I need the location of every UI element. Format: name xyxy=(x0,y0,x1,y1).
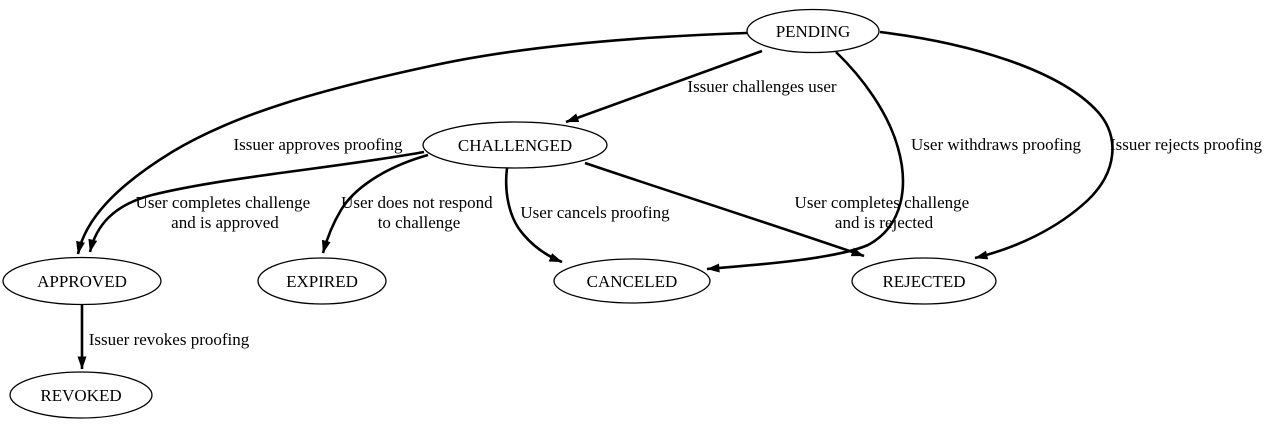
node-approved: APPROVED xyxy=(2,256,162,306)
node-approved-label: APPROVED xyxy=(37,272,127,291)
node-rejected-label: REJECTED xyxy=(882,272,965,291)
edge-challenged-expired xyxy=(321,153,429,254)
node-canceled-shape xyxy=(553,258,711,304)
edge-label-issuer-revokes-proofing: Issuer revokes proofing xyxy=(89,330,250,349)
node-canceled-label: CANCELED xyxy=(587,272,678,291)
edge-label-user-completes-approved: User completes challenge and is approved xyxy=(136,193,315,232)
edge-pending-rejected xyxy=(879,30,1114,260)
edge-label-user-cancels-proofing: User cancels proofing xyxy=(520,203,670,222)
edge-label-user-completes-rejected: User completes challenge and is rejected xyxy=(795,193,974,232)
edge-labels-layer: Issuer challenges user Issuer approves p… xyxy=(89,77,1263,349)
node-pending-shape xyxy=(746,8,880,54)
node-pending-label: PENDING xyxy=(776,22,851,41)
edge-challenged-canceled xyxy=(504,167,563,264)
edge-pending-approved xyxy=(76,31,748,255)
node-challenged-label: CHALLENGED xyxy=(458,136,572,155)
edges-layer xyxy=(76,30,1114,370)
edge-label-issuer-rejects-proofing: Issuer rejects proofing xyxy=(1110,135,1263,154)
node-canceled: CANCELED xyxy=(553,258,711,304)
node-revoked-shape xyxy=(9,371,153,419)
node-expired-shape xyxy=(257,257,387,305)
node-expired-label: EXPIRED xyxy=(286,272,358,291)
node-pending: PENDING xyxy=(746,8,880,54)
edge-label-issuer-approves-proofing: Issuer approves proofing xyxy=(233,135,403,154)
edge-pending-canceled xyxy=(706,51,905,273)
node-revoked-label: REVOKED xyxy=(40,386,121,405)
edge-challenged-rejected xyxy=(584,161,865,258)
node-approved-shape xyxy=(2,256,162,306)
edge-label-user-withdraws-proofing: User withdraws proofing xyxy=(911,135,1081,154)
node-expired: EXPIRED xyxy=(257,257,387,305)
edge-label-issuer-challenges-user: Issuer challenges user xyxy=(687,77,837,96)
nodes-layer: PENDING CHALLENGED APPROVED EXPIRED CANC… xyxy=(2,8,997,419)
node-rejected: REJECTED xyxy=(851,257,997,305)
node-rejected-shape xyxy=(851,257,997,305)
node-challenged-shape xyxy=(422,121,608,169)
edge-label-user-does-not-respond: User does not respond to challenge xyxy=(341,193,497,232)
node-revoked: REVOKED xyxy=(9,371,153,419)
edge-challenged-approved xyxy=(88,150,425,253)
edge-pending-challenged xyxy=(565,49,763,124)
node-challenged: CHALLENGED xyxy=(422,121,608,169)
